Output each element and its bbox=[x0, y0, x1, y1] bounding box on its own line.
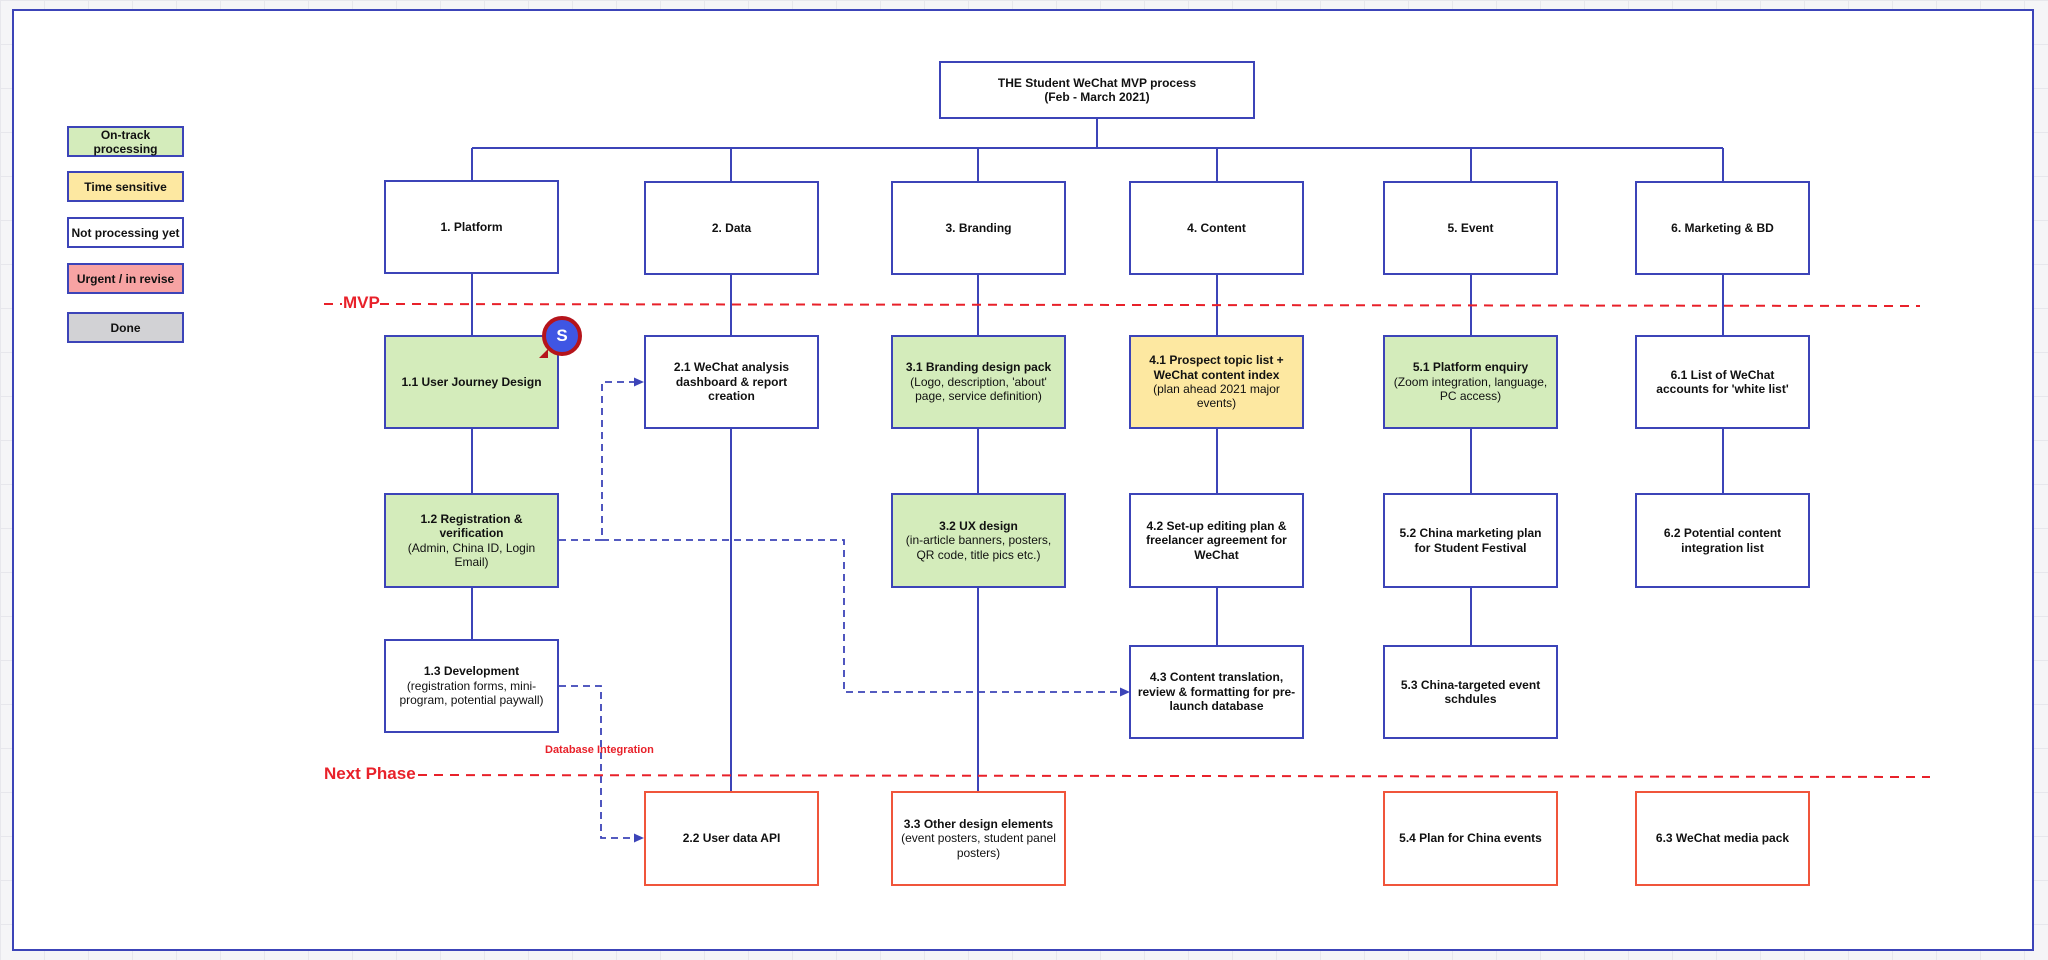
task-4-1[interactable]: 4.1 Prospect topic list + WeChat content… bbox=[1129, 335, 1304, 429]
task-4-3[interactable]: 4.3 Content translation, review & format… bbox=[1129, 645, 1304, 739]
task-title: 1.2 Registration & verification bbox=[420, 511, 523, 541]
task-title: 4.3 Content translation, review & format… bbox=[1137, 670, 1296, 714]
task-title: 5.1 Platform enquiry bbox=[1412, 360, 1529, 375]
task-title: 3.3 Other design elements bbox=[903, 816, 1054, 831]
task-subtitle: (Logo, description, 'about' page, servic… bbox=[910, 374, 1047, 404]
title-line-1: THE Student WeChat MVP process bbox=[997, 75, 1197, 90]
task-4-2[interactable]: 4.2 Set-up editing plan & freelancer agr… bbox=[1129, 493, 1304, 588]
task-title: 5.4 Plan for China events bbox=[1399, 831, 1542, 846]
column-data[interactable]: 2. Data bbox=[644, 181, 819, 275]
task-title: 5.3 China-targeted event schdules bbox=[1400, 677, 1541, 706]
task-3-3[interactable]: 3.3 Other design elements (event posters… bbox=[891, 791, 1066, 886]
column-platform[interactable]: 1. Platform bbox=[384, 180, 559, 274]
collaborator-avatar[interactable]: S bbox=[539, 316, 582, 358]
task-3-2[interactable]: 3.2 UX design (in-article banners, poste… bbox=[891, 493, 1066, 588]
task-title: 1.3 Development bbox=[423, 664, 520, 679]
mvp-label: MVP bbox=[343, 293, 380, 312]
task-5-1[interactable]: 5.1 Platform enquiry (Zoom integration, … bbox=[1383, 335, 1558, 429]
task-title: 6.2 Potential content integration list bbox=[1663, 526, 1782, 555]
column-label: 6. Marketing & BD bbox=[1671, 220, 1774, 235]
legend-urgent: Urgent / in revise bbox=[67, 263, 184, 294]
task-subtitle: (Zoom integration, language, PC access) bbox=[1393, 374, 1548, 404]
task-title: 3.2 UX design bbox=[939, 518, 1018, 533]
diagram-title[interactable]: THE Student WeChat MVP process (Feb - Ma… bbox=[939, 61, 1255, 119]
column-event[interactable]: 5. Event bbox=[1383, 181, 1558, 275]
task-title: 2.1 WeChat analysis dashboard & report c… bbox=[673, 360, 790, 404]
task-title: 1.1 User Journey Design bbox=[401, 374, 542, 389]
task-subtitle: (registration forms, mini-program, poten… bbox=[399, 678, 544, 708]
task-6-3[interactable]: 6.3 WeChat media pack bbox=[1635, 791, 1810, 886]
legend-done: Done bbox=[67, 312, 184, 343]
task-title: 4.1 Prospect topic list + WeChat content… bbox=[1149, 353, 1284, 382]
column-label: 5. Event bbox=[1447, 220, 1494, 235]
column-branding[interactable]: 3. Branding bbox=[891, 181, 1066, 275]
next-phase-label: Next Phase bbox=[324, 764, 416, 783]
task-6-2[interactable]: 6.2 Potential content integration list bbox=[1635, 493, 1810, 588]
task-title: 2.2 User data API bbox=[682, 831, 781, 846]
task-title: 6.3 WeChat media pack bbox=[1655, 831, 1790, 846]
title-line-2: (Feb - March 2021) bbox=[1044, 90, 1150, 104]
task-5-2[interactable]: 5.2 China marketing plan for Student Fes… bbox=[1383, 493, 1558, 588]
task-2-2[interactable]: 2.2 User data API bbox=[644, 791, 819, 886]
column-label: 1. Platform bbox=[440, 219, 503, 234]
task-title: 4.2 Set-up editing plan & freelancer agr… bbox=[1146, 518, 1287, 562]
task-5-3[interactable]: 5.3 China-targeted event schdules bbox=[1383, 645, 1558, 739]
task-subtitle: (Admin, China ID, Login Email) bbox=[407, 540, 536, 569]
task-title: 6.1 List of WeChat accounts for 'white l… bbox=[1656, 367, 1789, 396]
column-label: 4. Content bbox=[1187, 220, 1246, 235]
column-label: 3. Branding bbox=[945, 220, 1012, 235]
task-1-1[interactable]: 1.1 User Journey Design bbox=[384, 335, 559, 429]
column-marketing-bd[interactable]: 6. Marketing & BD bbox=[1635, 181, 1810, 275]
task-6-1[interactable]: 6.1 List of WeChat accounts for 'white l… bbox=[1635, 335, 1810, 429]
task-1-2[interactable]: 1.2 Registration & verification (Admin, … bbox=[384, 493, 559, 588]
legend-time-sensitive: Time sensitive bbox=[67, 171, 184, 202]
task-title: 3.1 Branding design pack bbox=[905, 360, 1052, 375]
task-2-1[interactable]: 2.1 WeChat analysis dashboard & report c… bbox=[644, 335, 819, 429]
column-content[interactable]: 4. Content bbox=[1129, 181, 1304, 275]
task-3-1[interactable]: 3.1 Branding design pack (Logo, descript… bbox=[891, 335, 1066, 429]
task-subtitle: (event posters, student panel posters) bbox=[901, 831, 1056, 860]
task-subtitle: (in-article banners, posters, QR code, t… bbox=[905, 533, 1052, 562]
task-1-3[interactable]: 1.3 Development (registration forms, min… bbox=[384, 639, 559, 733]
column-label: 2. Data bbox=[711, 220, 752, 235]
legend-not-processing: Not processing yet bbox=[67, 217, 184, 248]
database-integration-note: Database Integration bbox=[545, 744, 654, 756]
task-subtitle: (plan ahead 2021 major events) bbox=[1153, 382, 1280, 411]
task-title: 5.2 China marketing plan for Student Fes… bbox=[1399, 526, 1542, 555]
legend-on-track: On-track processing bbox=[67, 126, 184, 157]
task-5-4[interactable]: 5.4 Plan for China events bbox=[1383, 791, 1558, 886]
